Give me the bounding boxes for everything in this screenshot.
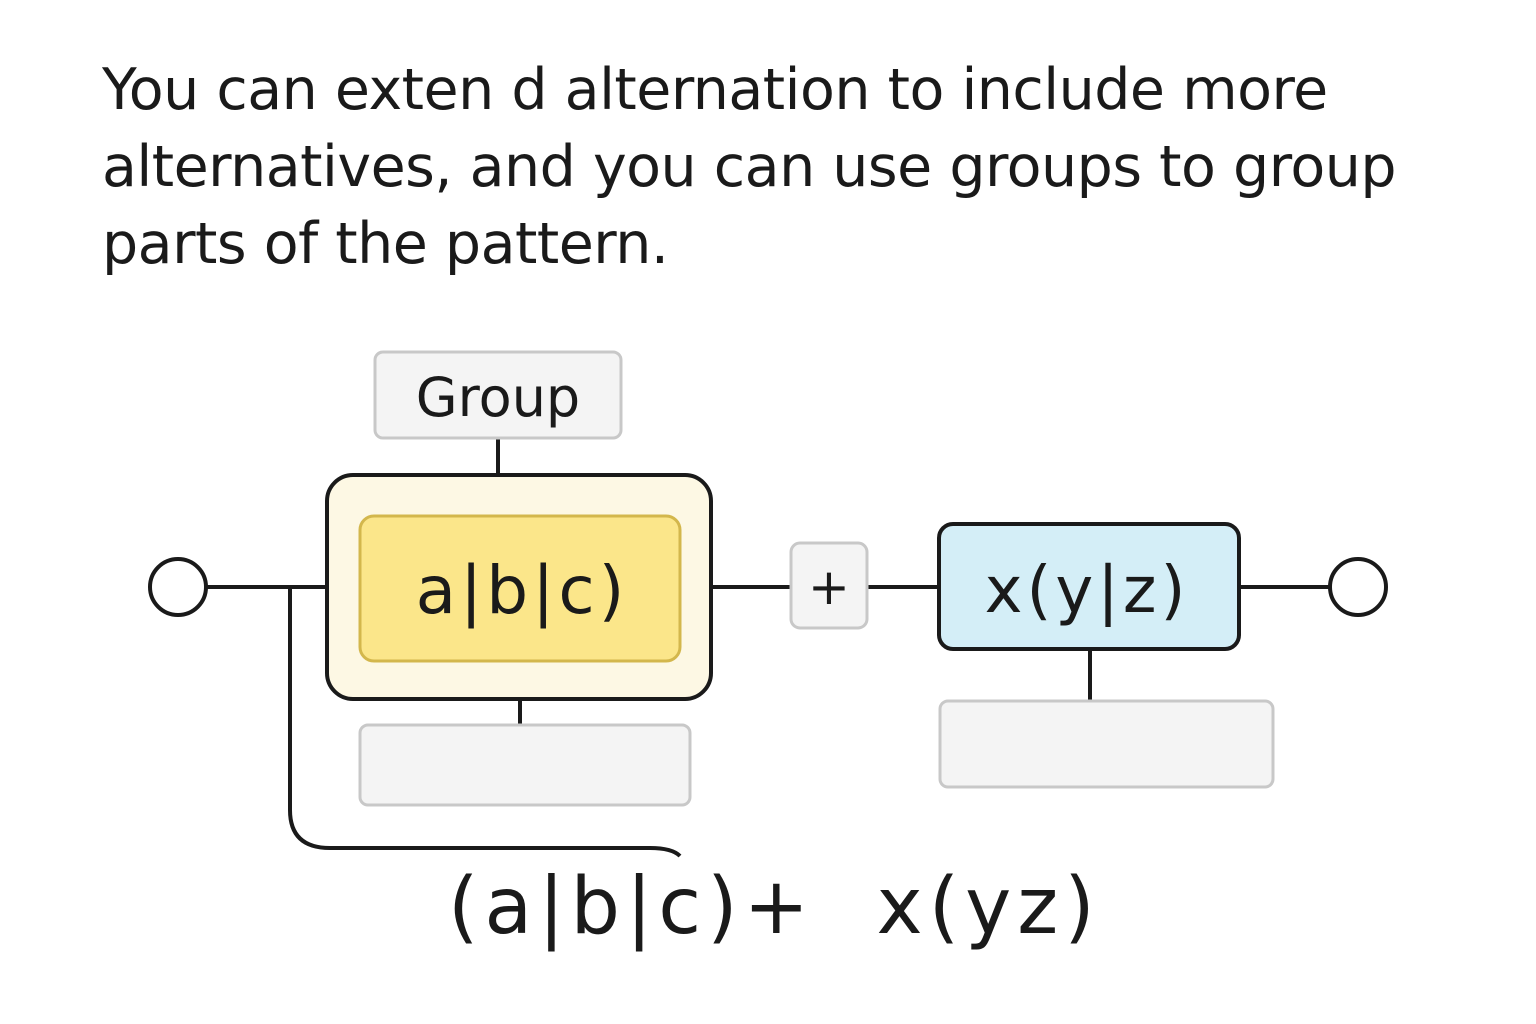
quantifier-box <box>789 541 869 630</box>
quantifier-label: + <box>808 558 850 616</box>
second-expression-box <box>937 522 1241 651</box>
start-node <box>148 557 208 617</box>
alternative-left-box <box>358 723 692 807</box>
footer-expression: (a|b|c)+ x(yz) <box>448 862 1101 952</box>
group-tag-label: Group <box>416 366 580 429</box>
alternative-right-box <box>938 699 1275 789</box>
group-inner-box <box>358 514 682 663</box>
end-node <box>1328 557 1388 617</box>
second-expression: x(y|z) <box>985 554 1190 628</box>
group-expression: a|b|c) <box>416 552 629 629</box>
intro-text: You can exten d alternation to include m… <box>102 57 1397 277</box>
loop-back-path <box>288 587 682 858</box>
group-tag-box <box>373 350 623 440</box>
